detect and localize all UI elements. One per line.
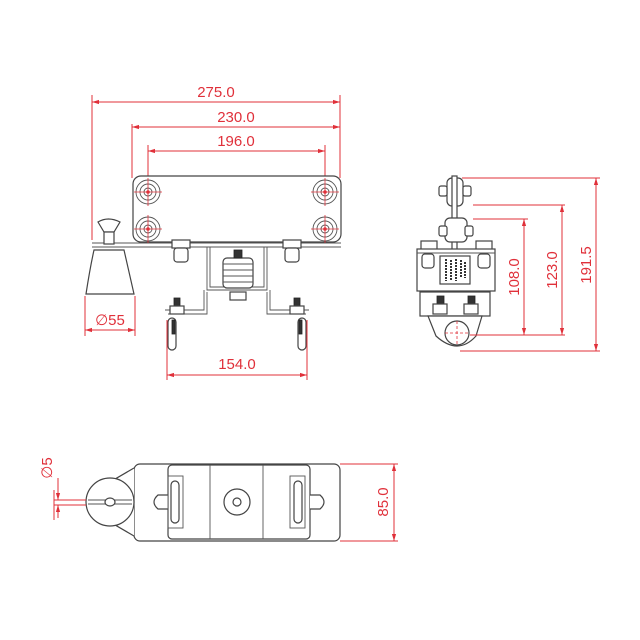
svg-text:154.0: 154.0 <box>218 356 256 373</box>
dim-hole-diameter: ∅5 <box>39 457 86 520</box>
svg-text:123.0: 123.0 <box>544 251 561 289</box>
dim-height-small: 108.0 <box>506 219 527 335</box>
mounting-plate <box>132 175 342 243</box>
dim-depth: 85.0 <box>340 463 398 542</box>
side-view: 108.0 123.0 191.5 <box>416 175 600 352</box>
clamp-posts <box>167 297 307 351</box>
front-view: 275.0 230.0 196.0 <box>84 84 342 380</box>
svg-text:191.5: 191.5 <box>578 246 595 284</box>
dim-bracket-width: 154.0 <box>166 320 308 380</box>
svg-text:85.0: 85.0 <box>375 487 392 516</box>
svg-text:196.0: 196.0 <box>217 133 255 150</box>
svg-text:108.0: 108.0 <box>506 258 523 296</box>
svg-text:275.0: 275.0 <box>197 84 235 101</box>
svg-text:230.0: 230.0 <box>217 109 255 126</box>
dim-overall-width: 275.0 <box>92 84 340 105</box>
svg-text:∅5: ∅5 <box>39 457 56 478</box>
hex-nuts <box>171 239 302 263</box>
plate-bolts <box>134 178 339 243</box>
dim-insulator-diameter: ∅55 <box>84 296 136 336</box>
dim-plate-width: 230.0 <box>132 109 340 130</box>
dim-height-total: 191.5 <box>578 178 599 351</box>
dim-hole-spacing: 196.0 <box>148 133 325 154</box>
dim-height-mid: 123.0 <box>544 205 565 335</box>
insulator <box>85 218 135 295</box>
svg-text:∅55: ∅55 <box>95 312 125 329</box>
bottom-view: ∅5 85.0 <box>39 457 398 542</box>
